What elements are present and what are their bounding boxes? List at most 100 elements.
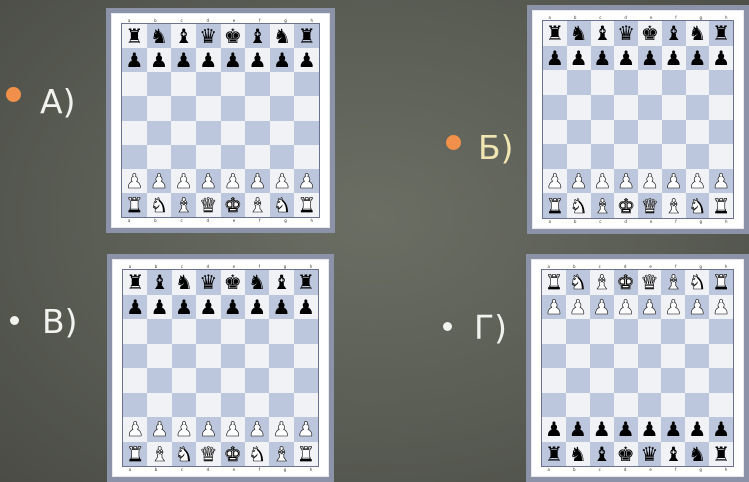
black-pawn-icon: ♟ bbox=[688, 419, 706, 439]
white-bishop-icon: ♝ bbox=[151, 444, 169, 464]
black-pawn-icon: ♟ bbox=[125, 50, 143, 70]
white-pawn-icon: ♟ bbox=[126, 419, 144, 439]
black-knight-icon: ♞ bbox=[248, 272, 266, 292]
board-square: ♜ bbox=[122, 24, 147, 48]
board-square bbox=[123, 319, 147, 344]
white-rook-icon: ♜ bbox=[125, 195, 143, 215]
board-square bbox=[685, 368, 709, 393]
board-square: ♟ bbox=[543, 46, 567, 71]
board-square: ♚ bbox=[614, 193, 638, 218]
board-square bbox=[147, 121, 172, 145]
file-letter: a bbox=[548, 467, 550, 472]
black-pawn-icon: ♟ bbox=[224, 50, 242, 70]
white-rook-icon: ♜ bbox=[712, 272, 730, 292]
black-knight-icon: ♞ bbox=[150, 26, 168, 46]
board-square: ♛ bbox=[638, 270, 662, 295]
board-square: ♞ bbox=[172, 270, 196, 295]
black-pawn-icon: ♟ bbox=[617, 48, 635, 68]
black-pawn-icon: ♟ bbox=[199, 50, 217, 70]
black-pawn-icon: ♟ bbox=[273, 50, 291, 70]
board-square bbox=[122, 145, 147, 169]
board-square bbox=[590, 393, 614, 418]
board-square: ♟ bbox=[245, 169, 270, 193]
board-square: ♟ bbox=[542, 417, 566, 442]
white-pawn-icon: ♟ bbox=[569, 297, 587, 317]
white-bishop-icon: ♝ bbox=[175, 195, 193, 215]
board-square bbox=[590, 319, 614, 344]
board-square bbox=[171, 72, 196, 96]
board-square: ♟ bbox=[566, 417, 590, 442]
board-square bbox=[269, 344, 293, 369]
board-square: ♝ bbox=[245, 24, 270, 48]
board-square bbox=[685, 344, 709, 369]
board-square: ♜ bbox=[294, 193, 319, 217]
board-square bbox=[245, 393, 269, 418]
board-square bbox=[196, 72, 221, 96]
board-square bbox=[294, 121, 319, 145]
bullet-dot bbox=[443, 322, 452, 331]
board-square: ♜ bbox=[709, 270, 733, 295]
black-pawn-icon: ♟ bbox=[712, 48, 730, 68]
board-square: ♟ bbox=[147, 169, 172, 193]
black-bishop-icon: ♝ bbox=[593, 444, 611, 464]
white-rook-icon: ♜ bbox=[297, 444, 315, 464]
board-square: ♚ bbox=[221, 24, 246, 48]
file-letter: e bbox=[233, 467, 235, 472]
board-square: ♟ bbox=[686, 46, 710, 71]
board-square: ♟ bbox=[270, 48, 295, 72]
board-square: ♜ bbox=[709, 193, 733, 218]
white-queen-icon: ♛ bbox=[199, 195, 217, 215]
board-square: ♟ bbox=[294, 295, 318, 320]
board-square bbox=[245, 344, 269, 369]
board-square bbox=[147, 319, 171, 344]
white-pawn-icon: ♟ bbox=[125, 171, 143, 191]
board-square bbox=[709, 70, 733, 95]
board-square bbox=[221, 368, 245, 393]
board-square: ♟ bbox=[171, 169, 196, 193]
white-pawn-icon: ♟ bbox=[273, 171, 291, 191]
board-square bbox=[566, 319, 590, 344]
board-square bbox=[543, 120, 567, 145]
board-square: ♟ bbox=[294, 48, 319, 72]
board-grid: ♜♞♝♛♚♝♞♜♟♟♟♟♟♟♟♟♟♟♟♟♟♟♟♟♜♞♝♚♛♝♞♜ bbox=[542, 20, 734, 219]
black-pawn-icon: ♟ bbox=[175, 297, 193, 317]
board-surface: abcdefghabcdefgh♜♝♞♛♚♞♝♜♟♟♟♟♟♟♟♟♟♟♟♟♟♟♟♟… bbox=[117, 264, 324, 472]
board-square bbox=[221, 96, 246, 120]
board-square: ♜ bbox=[542, 442, 566, 467]
board-square: ♚ bbox=[221, 270, 245, 295]
black-pawn-icon: ♟ bbox=[569, 419, 587, 439]
board-square: ♟ bbox=[685, 295, 709, 320]
board-square bbox=[709, 95, 733, 120]
board-square: ♞ bbox=[686, 21, 710, 46]
board-square bbox=[709, 319, 733, 344]
black-pawn-icon: ♟ bbox=[664, 419, 682, 439]
board-square bbox=[662, 144, 686, 169]
board-square: ♟ bbox=[172, 295, 196, 320]
board-square bbox=[221, 319, 245, 344]
board-square bbox=[661, 368, 685, 393]
board-square bbox=[614, 344, 638, 369]
board-square bbox=[542, 319, 566, 344]
board-surface: abcdefghabcdefgh♜♞♝♛♚♝♞♜♟♟♟♟♟♟♟♟♟♟♟♟♟♟♟♟… bbox=[116, 18, 325, 223]
board-square: ♟ bbox=[638, 169, 662, 194]
board-square bbox=[221, 72, 246, 96]
black-pawn-icon: ♟ bbox=[641, 48, 659, 68]
black-queen-icon: ♛ bbox=[199, 272, 217, 292]
board-square: ♟ bbox=[221, 169, 246, 193]
black-queen-icon: ♛ bbox=[640, 444, 658, 464]
board-square: ♟ bbox=[147, 295, 171, 320]
board-square: ♞ bbox=[245, 442, 269, 467]
black-bishop-icon: ♝ bbox=[664, 444, 682, 464]
board-square bbox=[269, 368, 293, 393]
board-square bbox=[638, 120, 662, 145]
board-square: ♟ bbox=[614, 46, 638, 71]
black-pawn-icon: ♟ bbox=[712, 419, 730, 439]
board-square bbox=[172, 344, 196, 369]
board-square bbox=[294, 145, 319, 169]
black-queen-icon: ♛ bbox=[199, 26, 217, 46]
black-pawn-icon: ♟ bbox=[298, 50, 316, 70]
file-letter: g bbox=[284, 467, 287, 472]
board-square bbox=[686, 144, 710, 169]
board-square bbox=[543, 70, 567, 95]
file-letter: b bbox=[574, 219, 577, 224]
